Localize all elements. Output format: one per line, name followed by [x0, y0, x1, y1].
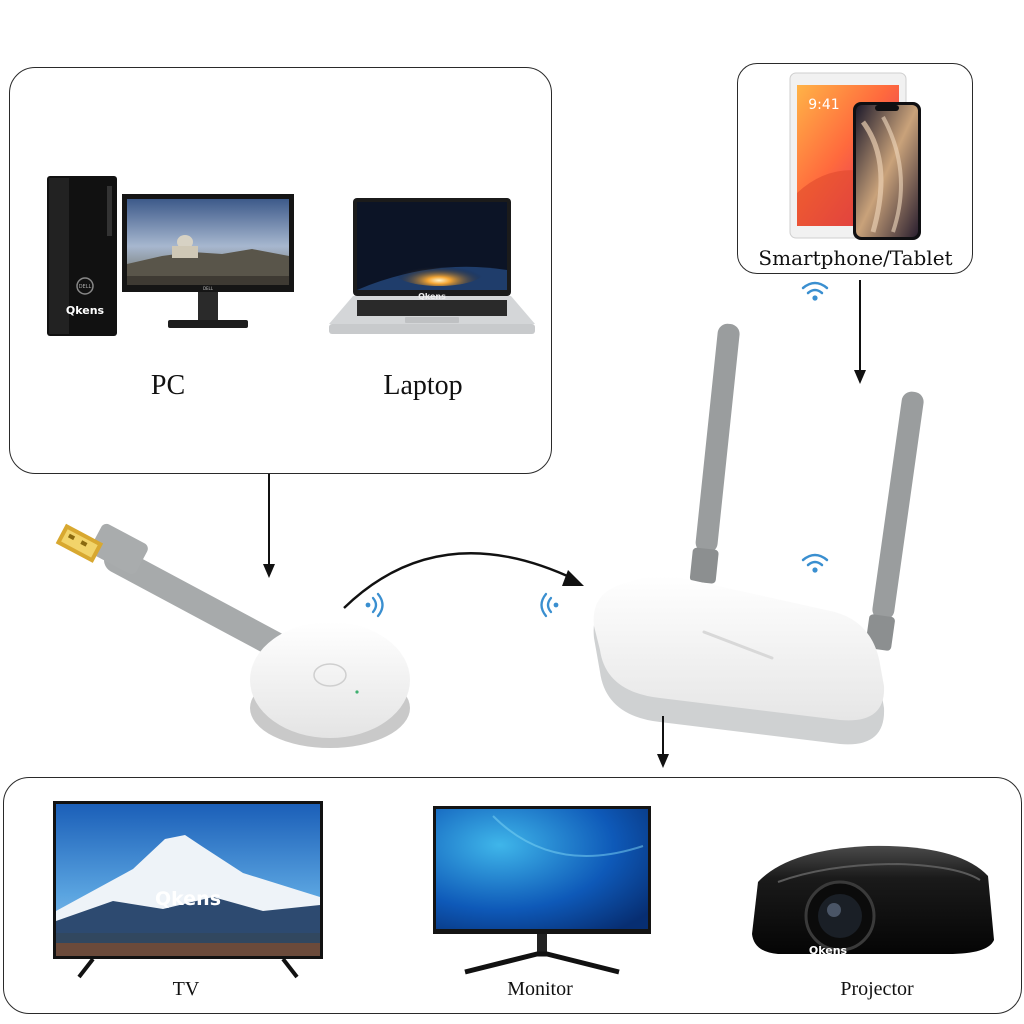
arrow-icon — [343, 552, 584, 609]
monitor-icon — [433, 806, 651, 975]
tv-icon: Qkens — [53, 801, 323, 979]
wifi-signal-icon — [365, 592, 384, 618]
arrow-icon — [854, 280, 866, 384]
svg-text:DELL: DELL — [79, 284, 92, 290]
laptop-label: Laptop — [383, 370, 463, 401]
projector-brand-text: Qkens — [809, 944, 848, 957]
projector-icon: Qkens — [752, 845, 994, 957]
tablet-time-text: 9:41 — [808, 97, 839, 113]
smartphone-icon — [853, 102, 921, 240]
smartphone-tablet-label: Smartphone/Tablet — [758, 246, 953, 270]
arrow-icon — [263, 474, 275, 578]
tv-label: TV — [172, 978, 200, 1000]
svg-text:DELL: DELL — [203, 286, 214, 291]
pc-brand-text: Qkens — [66, 304, 105, 317]
pc-label: PC — [150, 370, 186, 401]
receiver-icon — [593, 323, 924, 745]
wifi-signal-icon — [801, 553, 829, 573]
wifi-signal-icon — [540, 592, 559, 618]
arrow-icon — [657, 716, 669, 768]
monitor-icon: DELL — [122, 194, 294, 328]
projector-label: Projector — [840, 978, 914, 1000]
laptop-icon: Qkens — [329, 198, 535, 334]
usb-transmitter-icon — [55, 523, 410, 748]
tv-brand-text: Qkens — [155, 888, 221, 910]
pc-tower-icon: DELL Qkens — [47, 176, 117, 336]
laptop-brand-text: Qkens — [418, 292, 446, 301]
wifi-signal-icon — [801, 281, 829, 301]
monitor-label: Monitor — [507, 978, 573, 1000]
